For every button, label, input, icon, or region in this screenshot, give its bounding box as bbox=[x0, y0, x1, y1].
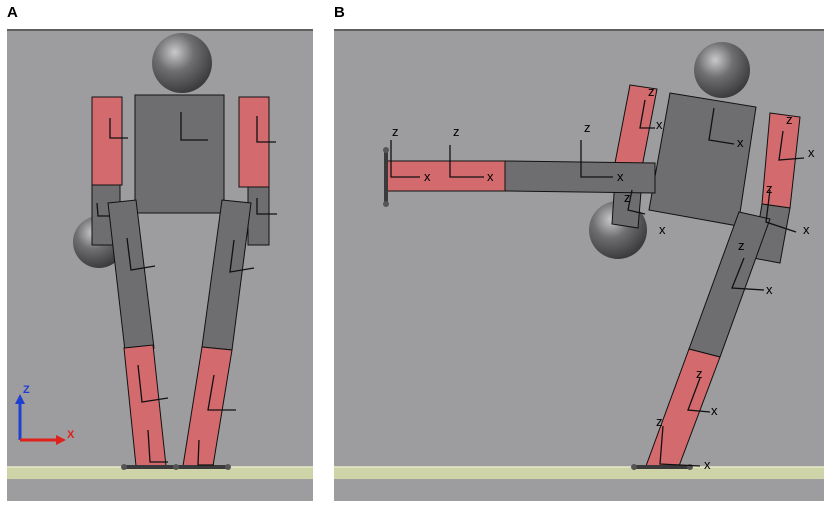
triad-x-label: X bbox=[67, 429, 75, 441]
axis-letter: z bbox=[696, 366, 703, 381]
axis-letter: x bbox=[487, 169, 494, 184]
panel-a-scene: Z X bbox=[7, 29, 313, 501]
head-sphere-b bbox=[694, 42, 750, 98]
right-forearm-a bbox=[247, 186, 270, 246]
left-thigh-a bbox=[107, 199, 155, 352]
axis-letter: z bbox=[624, 190, 631, 205]
axis-letter: x bbox=[656, 117, 663, 132]
axis-letter: z bbox=[453, 124, 460, 139]
axis-letter: z bbox=[584, 120, 591, 135]
world-axes-triad: Z X bbox=[15, 384, 75, 445]
floor-a bbox=[7, 467, 313, 479]
axis-letter: z bbox=[786, 112, 793, 127]
axis-letter: x bbox=[737, 135, 744, 150]
panel-label-b: B bbox=[334, 4, 345, 21]
floor-b bbox=[334, 467, 824, 479]
axis-letter: x bbox=[808, 145, 815, 160]
axis-letter: x bbox=[424, 169, 431, 184]
axis-letter: x bbox=[659, 222, 666, 237]
torso-a bbox=[134, 94, 225, 214]
axis-letter: x bbox=[766, 282, 773, 297]
axis-letter: z bbox=[392, 124, 399, 139]
axis-letters-b: z x z x z x z x x z x z x z x z x z x z … bbox=[392, 84, 815, 472]
swing-thigh-b bbox=[504, 160, 656, 194]
feet-a bbox=[121, 464, 231, 470]
panel-b-scene: z x z x z x z x x z x z x z x z x z x z … bbox=[334, 29, 824, 501]
axis-letter: z bbox=[766, 181, 773, 196]
left-upper-arm-a bbox=[91, 96, 123, 186]
head-sphere-a bbox=[152, 33, 212, 93]
axis-letter: z bbox=[648, 84, 655, 99]
axis-letter: x bbox=[711, 403, 718, 418]
local-frames-a bbox=[96, 112, 277, 466]
axis-letter: x bbox=[617, 169, 624, 184]
swing-foot-b bbox=[383, 147, 389, 207]
local-frames-b bbox=[390, 99, 805, 467]
axis-letter: z bbox=[656, 414, 663, 429]
triad-z-label: Z bbox=[23, 384, 30, 396]
axis-letter: z bbox=[738, 238, 745, 253]
axis-letter: x bbox=[803, 222, 810, 237]
panel-label-a: A bbox=[7, 4, 18, 21]
axis-letter: x bbox=[704, 457, 711, 472]
